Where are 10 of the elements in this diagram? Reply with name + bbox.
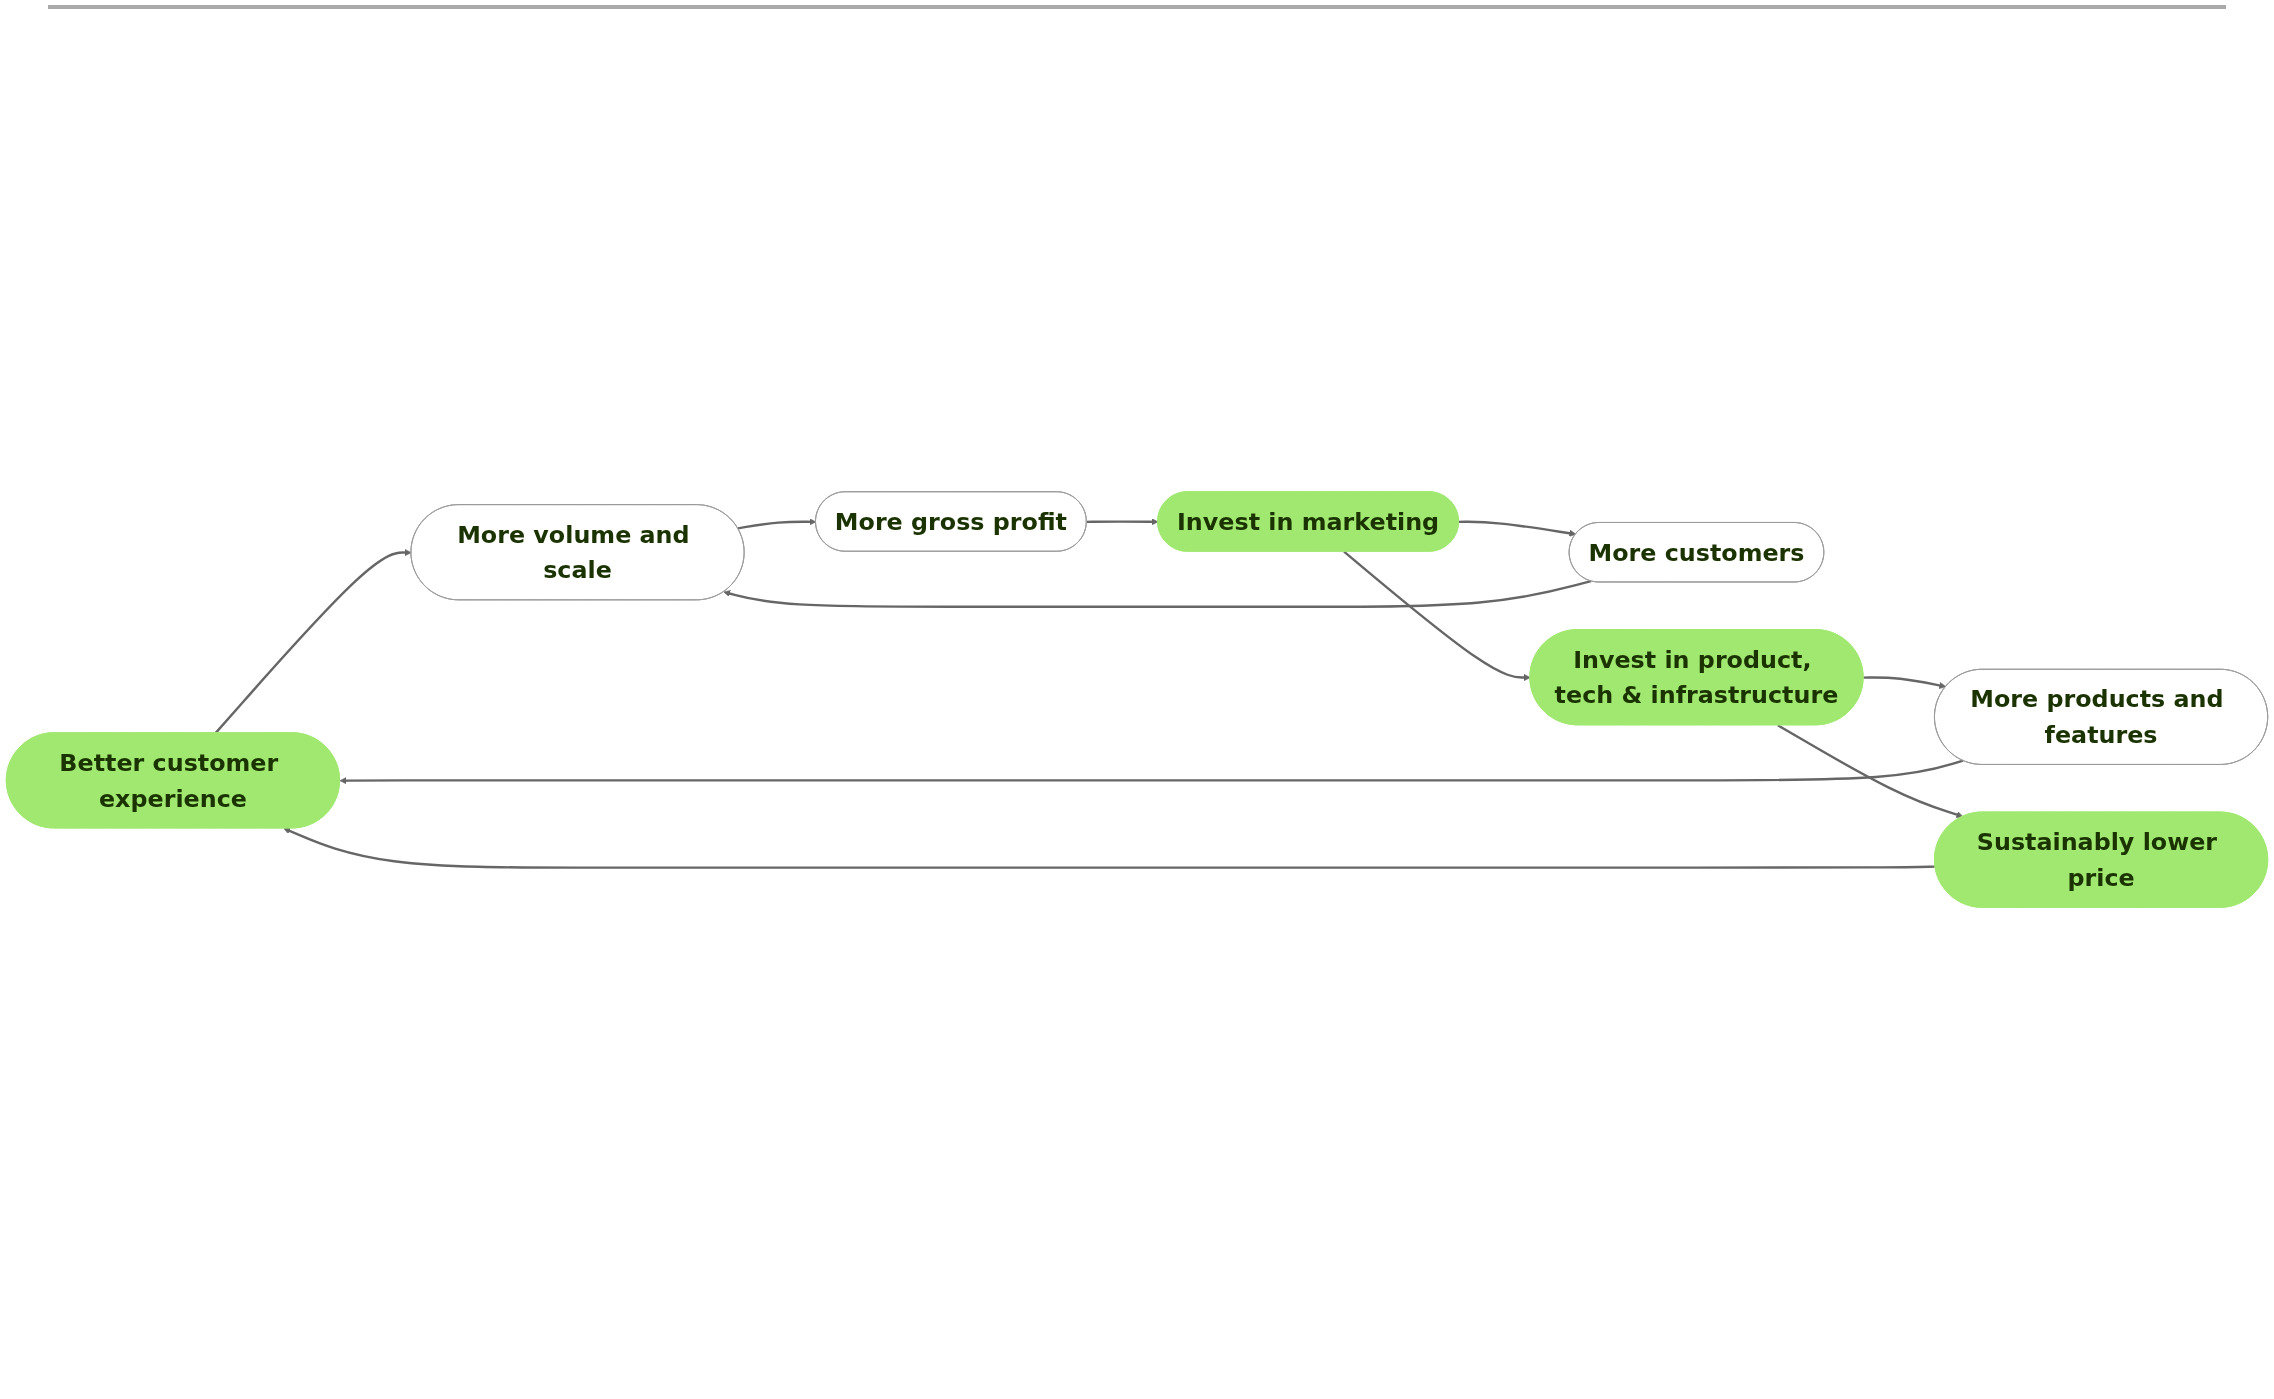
arrow bbox=[737, 518, 817, 530]
arrow bbox=[339, 759, 1964, 785]
arrow bbox=[1458, 520, 1577, 537]
arrow bbox=[283, 827, 1936, 869]
arrow bbox=[1086, 518, 1159, 526]
arrow bbox=[1777, 724, 1964, 819]
arrow bbox=[723, 580, 1592, 608]
arrow bbox=[1863, 676, 1947, 689]
arrow bbox=[1343, 550, 1531, 681]
arrow bbox=[214, 549, 412, 734]
